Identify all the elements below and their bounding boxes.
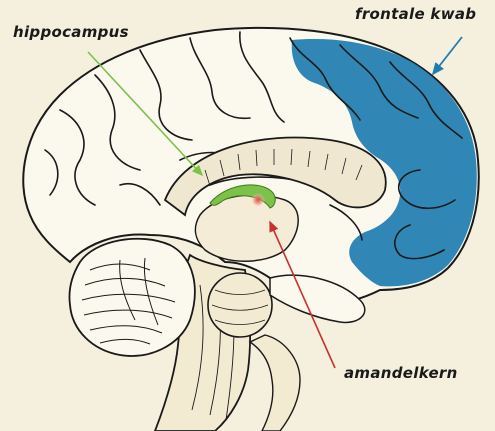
cerebellum bbox=[69, 239, 194, 356]
frontal-lobe-label: frontale kwab bbox=[355, 5, 476, 23]
pons bbox=[208, 273, 272, 337]
hippocampus-label: hippocampus bbox=[13, 23, 129, 41]
spinal-cord bbox=[250, 335, 300, 431]
amygdala-label: amandelkern bbox=[344, 364, 458, 382]
frontal-lobe-arrow bbox=[433, 37, 462, 74]
amygdala-spot bbox=[251, 193, 265, 207]
